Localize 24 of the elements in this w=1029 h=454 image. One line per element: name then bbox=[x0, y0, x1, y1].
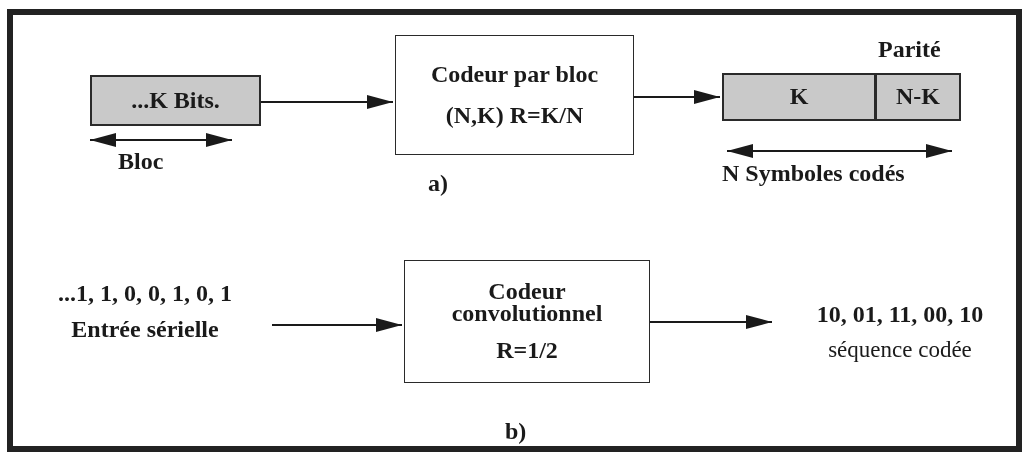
box-label: ...K Bits. bbox=[131, 86, 220, 115]
box-label: Codeur par bloc (N,K) R=K/N bbox=[429, 60, 600, 130]
arrow bbox=[649, 315, 773, 329]
box-label: R=1/2 bbox=[496, 340, 558, 362]
arrow bbox=[271, 318, 403, 332]
parity-label: Parité bbox=[878, 36, 941, 63]
bit-sequence: ...1, 1, 0, 0, 1, 0, 1 bbox=[58, 280, 232, 308]
sequence-caption: séquence codée bbox=[828, 337, 972, 364]
box-label: N-K bbox=[896, 83, 940, 111]
encoder-box bbox=[404, 260, 650, 383]
data-segment bbox=[722, 73, 876, 121]
arrow bbox=[633, 90, 721, 104]
sequence-caption: Entrée sérielle bbox=[71, 316, 219, 344]
encoder-box bbox=[395, 35, 634, 155]
arrow bbox=[260, 95, 394, 109]
box-label: Codeur convolutionnel bbox=[450, 281, 604, 325]
data-block bbox=[90, 75, 261, 126]
box-label: K bbox=[789, 83, 809, 111]
bit-sequence: 10, 01, 11, 00, 10 bbox=[816, 301, 984, 330]
block-label: Bloc bbox=[118, 148, 164, 175]
panel-label: b) bbox=[505, 418, 527, 445]
panel-label: a) bbox=[428, 170, 448, 197]
parity-segment bbox=[875, 73, 961, 121]
length-label: N Symboles codés bbox=[722, 160, 905, 187]
